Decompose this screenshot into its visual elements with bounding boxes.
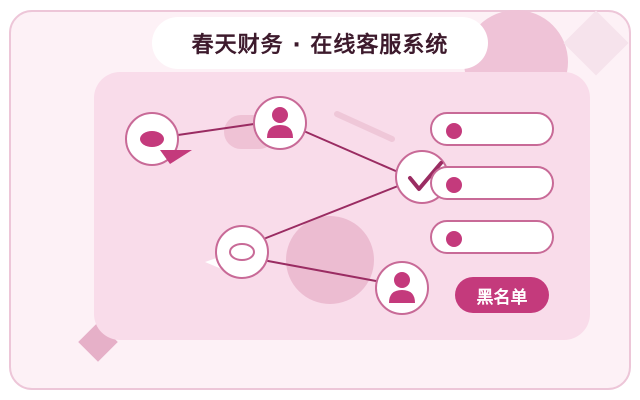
user-avatar-node — [253, 96, 307, 150]
decor-circle-center — [286, 216, 374, 304]
list-item[interactable] — [430, 112, 554, 146]
connection-lines — [177, 123, 399, 282]
user-avatar-node — [375, 261, 429, 315]
chat-bubble-tail — [160, 150, 192, 164]
list-item[interactable] — [430, 220, 554, 254]
page-title: 春天财务 · 在线客服系统 — [152, 17, 488, 69]
chat-bubble-outline-node — [205, 225, 269, 279]
connector-1 — [177, 123, 255, 136]
user-avatar-icon — [267, 107, 293, 138]
connector-3 — [265, 185, 399, 239]
dot-icon — [446, 177, 462, 193]
node-circle — [215, 225, 269, 279]
connector-2 — [305, 131, 399, 173]
connector-4 — [267, 260, 377, 282]
decor-stroke — [334, 111, 395, 142]
chat-bubble-icon — [140, 131, 164, 147]
decor-diamond-top-right — [563, 10, 629, 76]
dot-icon — [446, 123, 462, 139]
blacklist-button[interactable]: 黑名单 — [455, 277, 549, 313]
list-item[interactable] — [430, 166, 554, 200]
dot-icon — [446, 231, 462, 247]
user-avatar-icon — [389, 272, 415, 303]
chat-bubble-node — [125, 112, 192, 166]
chat-bubble-outline-icon — [229, 243, 255, 261]
